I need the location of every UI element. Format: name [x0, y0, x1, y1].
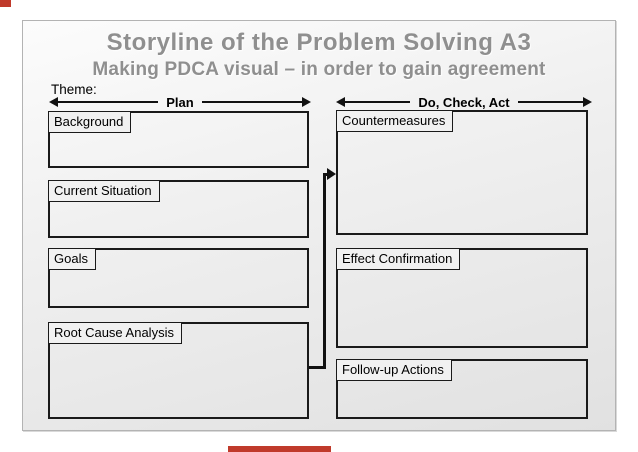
red-marker-topleft — [0, 0, 11, 7]
box-follow-up-actions: Follow-up Actions — [336, 359, 588, 419]
arrow-line — [517, 101, 584, 103]
box-effect-confirmation: Effect Confirmation — [336, 248, 588, 348]
plan-arrow: Plan — [49, 94, 311, 110]
box-label: Follow-up Actions — [336, 359, 452, 381]
arrow-left-icon — [49, 97, 58, 107]
arrow-left-icon — [336, 97, 345, 107]
box-label: Current Situation — [48, 180, 160, 202]
slide-title: Storyline of the Problem Solving A3 — [106, 29, 532, 56]
connector-vertical-segment — [323, 173, 326, 369]
connector-arrowhead-icon — [327, 168, 336, 180]
connector-top-segment — [323, 173, 329, 176]
box-label: Background — [48, 111, 132, 133]
arrow-right-icon — [302, 97, 311, 107]
box-current-situation: Current Situation — [48, 180, 309, 238]
red-marker-bottom — [228, 446, 331, 452]
arrow-line — [345, 101, 411, 103]
box-root-cause-analysis: Root Cause Analysis — [48, 322, 309, 419]
box-background: Background — [48, 111, 309, 168]
dca-arrow: Do, Check, Act — [336, 94, 593, 110]
arrow-line — [58, 101, 159, 103]
box-goals: Goals — [48, 248, 309, 308]
dca-arrow-label: Do, Check, Act — [418, 94, 510, 110]
arrow-right-icon — [583, 97, 593, 107]
box-label: Goals — [48, 248, 96, 270]
slide-subtitle: Making PDCA visual – in order to gain ag… — [92, 59, 546, 80]
plan-arrow-label: Plan — [166, 94, 194, 110]
box-countermeasures: Countermeasures — [336, 110, 588, 235]
box-label: Effect Confirmation — [336, 248, 461, 270]
theme-label: Theme: — [51, 82, 97, 97]
box-label: Root Cause Analysis — [48, 322, 182, 344]
box-label: Countermeasures — [336, 110, 454, 132]
slide: Storyline of the Problem Solving A3 Maki… — [22, 20, 616, 431]
connector-bottom-segment — [309, 366, 326, 369]
arrow-line — [201, 101, 302, 103]
